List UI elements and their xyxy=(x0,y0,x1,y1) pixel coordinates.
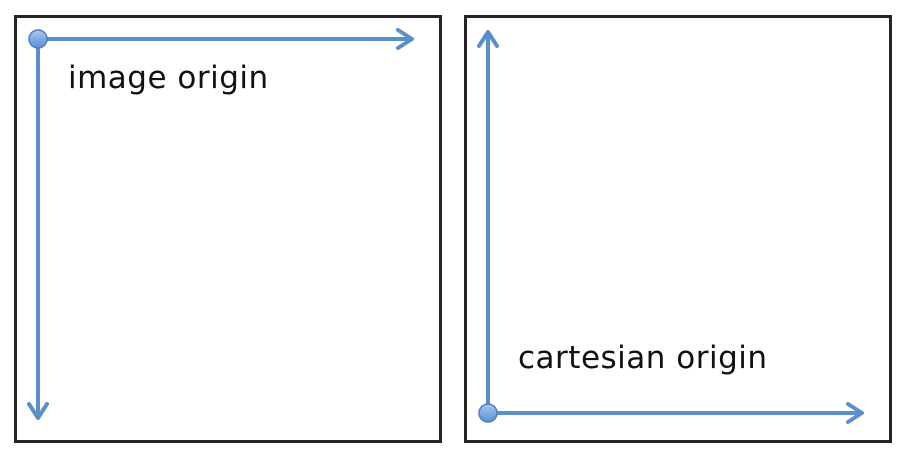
image-coordinate-panel xyxy=(14,15,442,443)
image-origin-dot xyxy=(28,29,48,49)
image-x-axis-arrowhead xyxy=(396,28,414,50)
cartesian-x-axis-arrowhead xyxy=(846,402,864,424)
image-origin-label: image origin xyxy=(68,60,269,96)
cartesian-origin-label: cartesian origin xyxy=(518,340,768,376)
image-y-axis-arrowhead xyxy=(27,402,49,420)
cartesian-origin-dot xyxy=(478,403,498,423)
cartesian-coordinate-panel xyxy=(464,15,892,443)
cartesian-y-axis-arrowhead xyxy=(477,30,499,48)
